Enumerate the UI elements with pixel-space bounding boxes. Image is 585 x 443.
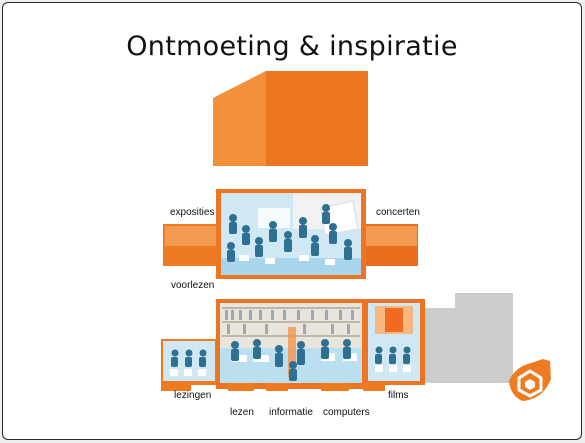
label-concerten: concerten — [376, 207, 420, 218]
slide-title: Ontmoeting & inspiratie — [126, 31, 458, 62]
lower-floor — [161, 293, 513, 391]
label-informatie: informatie — [269, 407, 313, 418]
upper-floor — [163, 189, 418, 279]
label-lezingen: lezingen — [174, 390, 212, 401]
label-voorlezen: voorlezen — [171, 280, 215, 291]
label-exposities: exposities — [170, 207, 215, 218]
label-lezen: lezen — [230, 407, 254, 418]
library-building-illustration — [161, 71, 551, 401]
library-logo-icon — [509, 359, 551, 401]
label-computers: computers — [323, 407, 370, 418]
label-films: films — [388, 390, 409, 401]
roof — [213, 71, 368, 166]
